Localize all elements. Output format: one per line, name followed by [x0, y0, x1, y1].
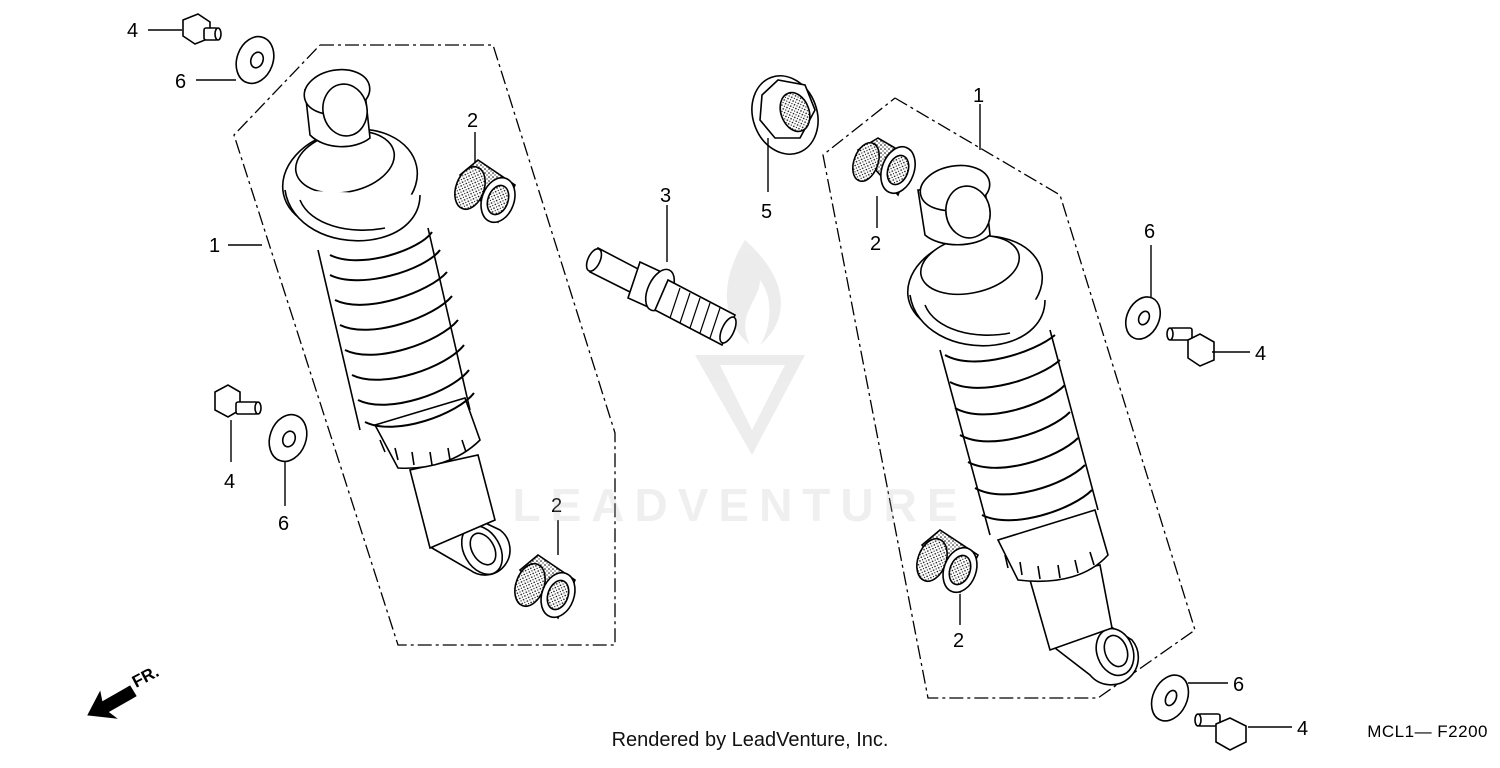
- callout-left-bottom-washer: 6: [278, 513, 289, 535]
- front-direction-indicator: FR.: [87, 662, 162, 719]
- callout-right-top-washer: 6: [1144, 221, 1155, 243]
- right-top-bushing: [852, 137, 916, 197]
- left-bottom-bushing: [514, 554, 577, 620]
- left-bottom-washer: [268, 413, 308, 463]
- front-arrow-icon: [87, 685, 137, 719]
- leader-lines: [148, 29, 1292, 728]
- left-group-boundary: [233, 44, 616, 646]
- right-shock-absorber: [906, 164, 1140, 686]
- callout-right-top-bushing: 2: [870, 233, 881, 255]
- center-parts: [585, 75, 819, 347]
- left-top-washer: [235, 35, 275, 85]
- callout-right-bottom-washer: 6: [1233, 674, 1244, 696]
- flange-nut: [751, 75, 819, 155]
- left-bottom-bolt: [214, 384, 262, 418]
- callout-left-shock: 1: [209, 235, 220, 257]
- callout-left-top-bushing: 2: [467, 110, 478, 132]
- front-direction-label: FR.: [129, 662, 162, 692]
- callout-stud: 3: [660, 185, 671, 207]
- left-top-bolt: [182, 13, 222, 45]
- callout-numbers: 4 6 2 1 4 6 2 3 5 1 2 6 4 2 6 4: [127, 20, 1308, 740]
- callout-right-shock: 1: [973, 85, 984, 107]
- right-shock-group: [822, 97, 1247, 751]
- right-bottom-washer: [1150, 674, 1190, 722]
- right-top-washer: [1124, 296, 1162, 340]
- callout-nut: 5: [761, 201, 772, 223]
- right-bottom-bolt: [1194, 713, 1247, 751]
- diagram-code: MCL1— F2200: [1367, 722, 1488, 741]
- left-top-bushing: [454, 159, 517, 224]
- watermark-text: LEADVENTURE: [512, 479, 968, 531]
- callout-left-top-washer: 6: [175, 71, 186, 93]
- right-group-boundary: [822, 97, 1196, 699]
- callout-left-bottom-bushing: 2: [551, 495, 562, 517]
- callout-right-top-bolt: 4: [1255, 343, 1266, 365]
- callout-left-bottom-bolt: 4: [224, 471, 235, 493]
- left-shock-absorber: [281, 68, 511, 576]
- stud-bolt: [585, 246, 737, 347]
- callout-left-top-bolt: 4: [127, 20, 138, 42]
- right-top-bolt: [1166, 327, 1215, 367]
- callout-right-bottom-bolt: 4: [1297, 718, 1308, 740]
- callout-right-bottom-bushing: 2: [953, 630, 964, 652]
- left-shock-group: [182, 13, 616, 646]
- watermark-logo: [695, 240, 805, 455]
- rendered-by-credit: Rendered by LeadVenture, Inc.: [611, 729, 889, 751]
- right-bottom-bushing: [916, 529, 980, 594]
